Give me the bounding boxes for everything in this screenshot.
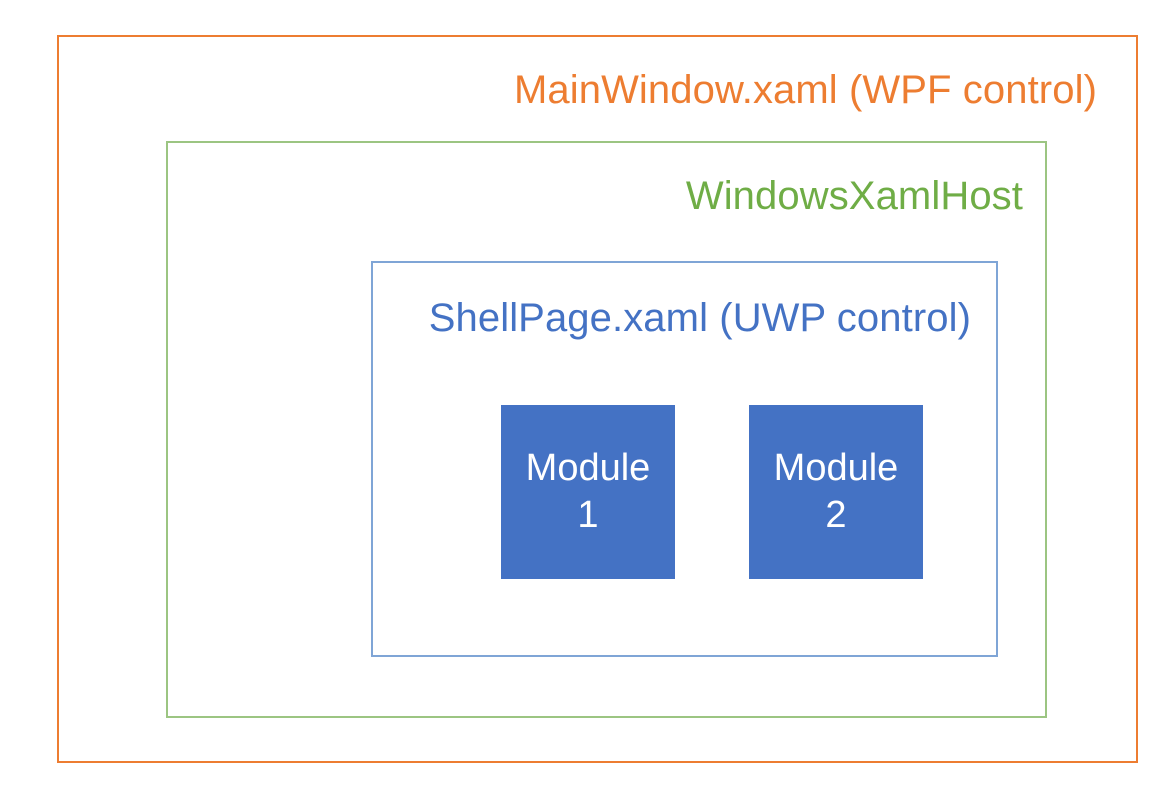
shellpage-container (371, 261, 998, 657)
module-1-title: Module (525, 446, 651, 489)
module-2-box: Module 2 (749, 405, 923, 579)
module-2-title: Module (773, 446, 899, 489)
shellpage-label: ShellPage.xaml (UWP control) (428, 296, 971, 340)
module-1-index: 1 (577, 494, 599, 536)
module-2-index: 2 (825, 494, 847, 536)
windowsxamlhost-label: WindowsXamlHost (685, 174, 1023, 218)
windowsxamlhost-container (166, 141, 1047, 718)
mainwindow-container (57, 35, 1138, 763)
module-1-box: Module 1 (501, 405, 675, 579)
mainwindow-label: MainWindow.xaml (WPF control) (513, 68, 1097, 112)
